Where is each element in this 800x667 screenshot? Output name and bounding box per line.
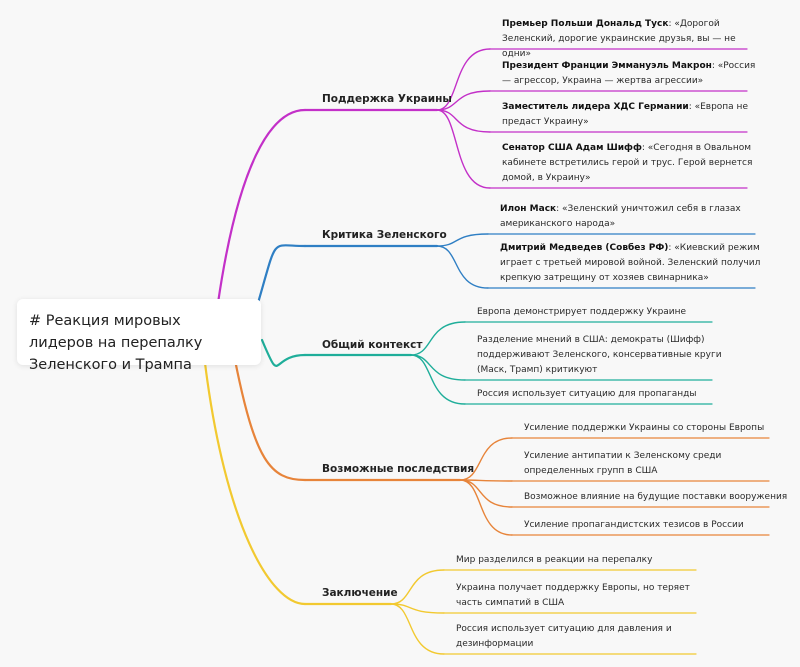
leaf-connector xyxy=(436,233,489,247)
branch-label[interactable]: Заключение xyxy=(322,587,398,599)
leaf-connector xyxy=(436,48,491,111)
leaf-node[interactable]: Мир разделился в реакции на перепалку xyxy=(456,553,716,568)
leaf-connector xyxy=(436,90,491,111)
leaf-node[interactable]: Усиление поддержки Украины со стороны Ев… xyxy=(524,421,789,436)
leaf-node[interactable]: Илон Маск: «Зеленский уничтожил себя в г… xyxy=(500,202,775,232)
leaf-node[interactable]: Дмитрий Медведев (Совбез РФ): «Киевский … xyxy=(500,241,775,286)
leaf-node[interactable]: Возможное влияние на будущие поставки во… xyxy=(524,490,789,505)
branch-connector xyxy=(256,244,307,305)
leaf-node[interactable]: Премьер Польши Дональд Туск: «Дорогой Зе… xyxy=(502,17,767,62)
leaf-node[interactable]: Усиление антипатии к Зеленскому среди оп… xyxy=(524,449,789,479)
leaf-connector xyxy=(390,569,445,605)
leaf-node[interactable]: Заместитель лидера ХДС Германии: «Европа… xyxy=(502,100,767,130)
root-topic-title: # Реакция мировых лидеров на перепалку З… xyxy=(29,313,203,373)
leaf-text: : «Киевский режим играет с третьей миров… xyxy=(500,243,761,283)
leaf-text: Разделение мнений в США: демократы (Шифф… xyxy=(477,335,722,375)
leaf-connector xyxy=(410,321,466,356)
root-topic[interactable]: # Реакция мировых лидеров на перепалку З… xyxy=(17,299,261,373)
leaf-text: Мир разделился в реакции на перепалку xyxy=(456,555,653,565)
leaf-speaker: Премьер Польши Дональд Туск xyxy=(502,19,669,29)
leaf-node[interactable]: Россия использует ситуацию для пропаганд… xyxy=(477,387,732,402)
leaf-text: Россия использует ситуацию для пропаганд… xyxy=(477,389,697,399)
branch-connector xyxy=(203,361,307,606)
leaf-connector xyxy=(410,354,466,405)
leaf-speaker: Президент Франции Эммануэль Макрон xyxy=(502,61,712,71)
leaf-node[interactable]: Россия использует ситуацию для давления … xyxy=(456,622,716,652)
leaf-connector xyxy=(410,354,466,381)
leaf-text: : «Дорогой Зеленский, дорогие украинские… xyxy=(502,19,736,59)
branch-label[interactable]: Общий контекст xyxy=(322,339,423,351)
branch-label[interactable]: Поддержка Украины xyxy=(322,93,452,105)
leaf-node[interactable]: Усиление пропагандистских тезисов в Росс… xyxy=(524,518,789,533)
leaf-connector xyxy=(390,603,445,655)
leaf-connector xyxy=(390,603,445,614)
branch-label[interactable]: Критика Зеленского xyxy=(322,229,447,241)
leaf-connector xyxy=(459,479,513,508)
leaf-node[interactable]: Разделение мнений в США: демократы (Шифф… xyxy=(477,333,732,378)
leaf-speaker: Дмитрий Медведев (Совбез РФ) xyxy=(500,243,669,253)
leaf-text: Россия использует ситуацию для давления … xyxy=(456,624,672,649)
leaf-text: Усиление антипатии к Зеленскому среди оп… xyxy=(524,451,722,476)
branch-connector xyxy=(260,338,307,367)
leaf-speaker: Илон Маск xyxy=(500,204,557,214)
leaf-speaker: Заместитель лидера ХДС Германии xyxy=(502,102,689,112)
leaf-connector xyxy=(459,479,513,536)
leaf-node[interactable]: Сенатор США Адам Шифф: «Сегодня в Овальн… xyxy=(502,141,767,186)
leaf-connector xyxy=(436,109,491,133)
branch-connector xyxy=(233,358,307,482)
leaf-text: : «Россия — агрессор, Украина — жертва а… xyxy=(502,61,756,86)
leaf-text: : «Европа не предаст Украину» xyxy=(502,102,748,127)
leaf-node[interactable]: Украина получает поддержку Европы, но те… xyxy=(456,581,716,611)
leaf-connector xyxy=(459,437,513,481)
leaf-node[interactable]: Европа демонстрирует поддержку Украине xyxy=(477,305,732,320)
leaf-text: : «Зеленский уничтожил себя в глазах аме… xyxy=(500,204,741,229)
leaf-connector xyxy=(436,245,489,289)
branch-connector xyxy=(216,108,307,305)
leaf-speaker: Сенатор США Адам Шифф xyxy=(502,143,642,153)
leaf-text: Возможное влияние на будущие поставки во… xyxy=(524,492,788,502)
leaf-text: Усиление поддержки Украины со стороны Ев… xyxy=(524,423,765,433)
leaf-text: Украина получает поддержку Европы, но те… xyxy=(456,583,690,608)
leaf-text: : «Сегодня в Овальном кабинете встретили… xyxy=(502,143,753,183)
branch-label[interactable]: Возможные последствия xyxy=(322,463,475,475)
leaf-node[interactable]: Президент Франции Эммануэль Макрон: «Рос… xyxy=(502,59,767,89)
leaf-connector xyxy=(436,109,491,189)
leaf-text: Европа демонстрирует поддержку Украине xyxy=(477,307,687,317)
leaf-text: Усиление пропагандистских тезисов в Росс… xyxy=(524,520,744,530)
